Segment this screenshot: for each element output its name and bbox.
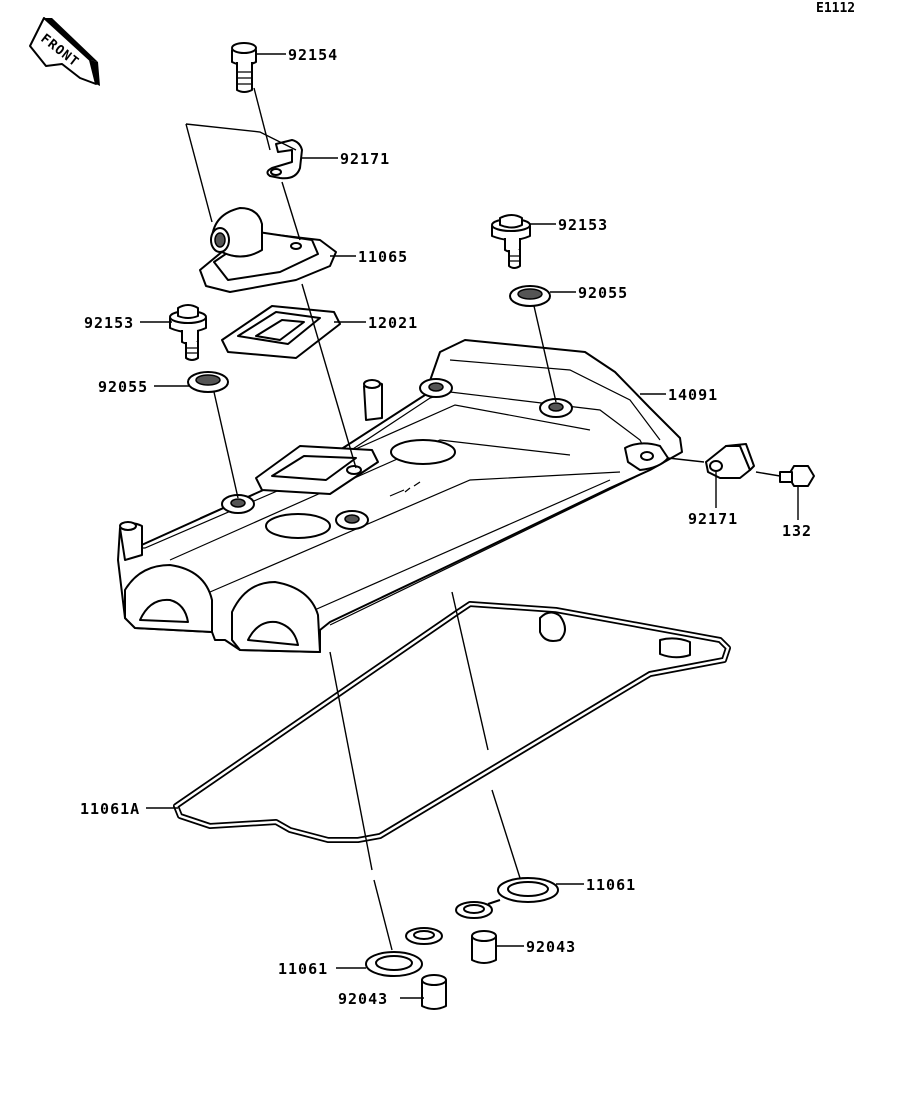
callout-gasket-11061a: 11061A (80, 800, 140, 818)
cylinder-head-cover (117, 339, 683, 653)
plug-gasket-11061-left (365, 927, 443, 977)
callout-head-cover-14091: 14091 (668, 386, 718, 404)
callout-dowel-92043-right: 92043 (526, 938, 576, 956)
assembly-guide-lines (185, 87, 781, 951)
callout-breather-plate-12021: 12021 (368, 314, 418, 332)
callout-bolt-92153-right: 92153 (558, 216, 608, 234)
bracket-92171-top (266, 139, 303, 180)
dowel-92043-right (471, 930, 497, 964)
dowel-92043-left (421, 974, 447, 1010)
callout-bracket-92171-top: 92171 (340, 150, 390, 168)
callout-bolt-92154: 92154 (288, 46, 338, 64)
callout-washer-92055-right: 92055 (578, 284, 628, 302)
bolt-92154 (231, 42, 257, 93)
plug-gasket-11061-right (455, 877, 559, 919)
callout-plug-gasket-11061-right: 11061 (586, 876, 636, 894)
breather-plate-12021 (221, 305, 341, 359)
callout-bolt-132: 132 (782, 522, 812, 540)
front-arrow-icon: FRONT (29, 17, 100, 86)
callout-breather-cover-11065: 11065 (358, 248, 408, 266)
head-cover-gasket (173, 601, 731, 843)
callout-dowel-92043-left: 92043 (338, 990, 388, 1008)
callout-plug-gasket-11061-left: 11061 (278, 960, 328, 978)
callout-bracket-92171-right: 92171 (688, 510, 738, 528)
diagram-code: E1112 (816, 1, 855, 16)
leader-lines (140, 53, 799, 999)
bolt-92153-left (169, 304, 207, 361)
callout-washer-92055-left: 92055 (98, 378, 148, 396)
bolt-92153-right (491, 214, 531, 269)
breather-cover-11065 (199, 207, 337, 293)
washer-92055-left (187, 371, 229, 393)
bolt-132 (779, 465, 815, 487)
washer-92055-right (509, 285, 551, 307)
callout-bolt-92153-left: 92153 (84, 314, 134, 332)
bracket-92171-right (705, 443, 755, 479)
